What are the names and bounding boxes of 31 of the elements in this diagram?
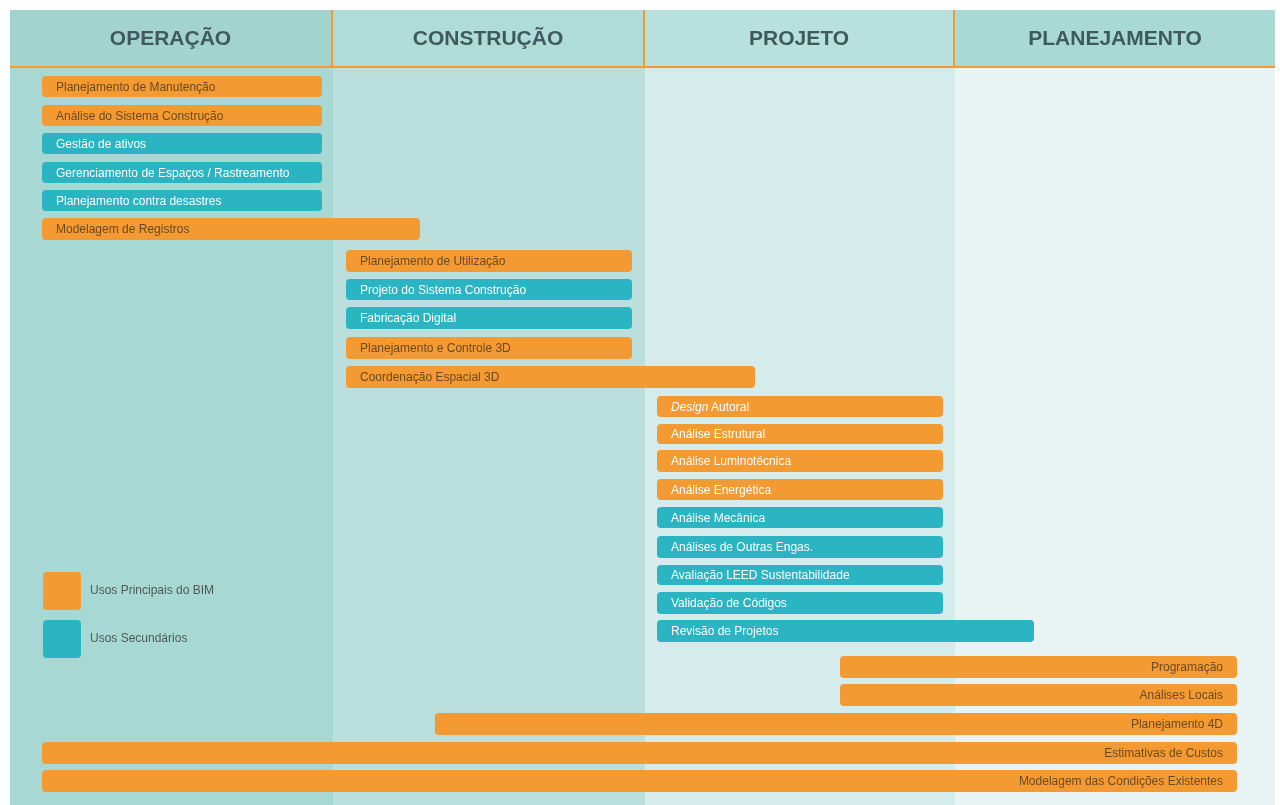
timeline-bar: Modelagem de Registros (42, 218, 420, 240)
timeline-bar: Planejamento de Utilização (346, 250, 632, 272)
timeline-bar: Avaliação LEED Sustentabilidade (657, 565, 943, 585)
column-header: PLANEJAMENTO (955, 10, 1275, 68)
timeline-bar: Planejamento contra desastres (42, 190, 322, 211)
timeline-bar: Gerenciamento de Espaços / Rastreamento (42, 162, 322, 183)
timeline-bar: Coordenação Espacial 3D (346, 366, 755, 388)
timeline-bar: Design Autoral (657, 396, 943, 417)
timeline-bar: Fabricação Digital (346, 307, 632, 329)
column-header: CONSTRUÇÃO (333, 10, 645, 68)
timeline-bar: Validação de Códigos (657, 592, 943, 614)
timeline-bar: Programação (840, 656, 1237, 678)
timeline-bar: Estimativas de Custos (42, 742, 1237, 764)
timeline-bar: Análises de Outras Engas. (657, 536, 943, 558)
timeline-bar: Análise do Sistema Construção (42, 105, 322, 126)
timeline-bar: Gestão de ativos (42, 133, 322, 154)
column-header: PROJETO (645, 10, 955, 68)
legend-label: Usos Secundários (90, 631, 188, 645)
legend-label: Usos Principais do BIM (90, 583, 215, 597)
timeline-bar: Análise Estrutural (657, 424, 943, 444)
timeline-bar: Planejamento de Manutenção (42, 76, 322, 97)
timeline-bar: Projeto do Sistema Construção (346, 279, 632, 300)
timeline-bar: Modelagem das Condições Existentes (42, 770, 1237, 792)
timeline-bar: Análises Locais (840, 684, 1237, 706)
timeline-bar: Análise Luminotécnica (657, 450, 943, 472)
column-header: OPERAÇÃO (10, 10, 333, 68)
timeline-bar: Revisão de Projetos (657, 620, 1034, 642)
timeline-bar: Análise Energética (657, 479, 943, 500)
timeline-bar: Planejamento e Controle 3D (346, 337, 632, 359)
timeline-bar: Planejamento 4D (435, 713, 1237, 735)
timeline-bar: Análise Mecânica (657, 507, 943, 528)
